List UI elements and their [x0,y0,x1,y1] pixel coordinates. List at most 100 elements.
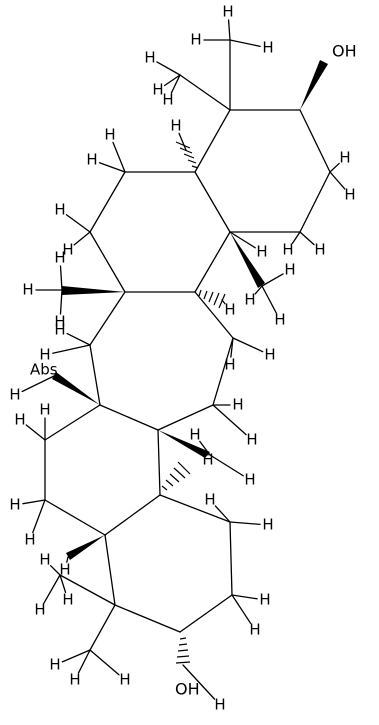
hydrogen-bond-6 [329,162,340,173]
hydrogen-label-9: H [314,241,325,259]
hydrogen-label-39: H [262,516,273,534]
hydrogen-bond-3 [156,61,181,76]
hydrogen-label-43: H [39,551,50,569]
hydrogen-bond-43 [50,565,61,576]
hydrogen-label-33: H [14,411,25,429]
hydroxyl-label-top: OH [332,42,357,61]
hydrogen-label-14: H [170,117,181,135]
hydrogen-label-44: H [34,601,45,619]
hydrogen-bond-13 [73,231,91,246]
hydrogen-bond-31 [209,454,244,477]
hydrogen-bond-47 [89,649,120,676]
hydrogen-bond-46 [77,649,91,674]
hydrogen-bonds [21,19,346,700]
hydrogen-label-48: H [49,656,60,674]
hydrogen-bond-8 [291,231,301,244]
hydrogen-bond-14 [178,132,187,151]
hydrogen-label-25: H [54,321,65,339]
hydrogen-bond-16 [59,265,63,291]
hydrogen-label-42: H [214,696,225,714]
hydrogen-label-1: H [262,39,273,57]
hydrogen-bond-26 [52,344,91,354]
hydrogen-label-28: H [232,396,243,414]
hydrogen-bond-21 [229,231,256,249]
hydrogen-bond-44 [43,574,61,604]
hydroxyl-label-bottom: OH [175,680,200,699]
hydrogen-bond-7 [329,171,346,190]
hydrogen-bond-39 [229,521,261,526]
hydrogen-label-21: H [256,243,267,261]
hydrogen-label-37: H [59,561,70,579]
hydrogen-label-18: H [244,291,255,309]
hydrogen-label-35: H [9,496,20,514]
hydrogen-label-19: H [284,261,295,279]
hydrogen-label-13: H [62,241,73,259]
hydrogen-label-40: H [259,591,270,609]
hydrogen-bond-4 [170,74,181,94]
hydrogen-bond-45 [59,574,67,594]
hydrogen-bond-5 [163,74,181,87]
hydrogen-label-46: H [69,671,80,689]
hydrogen-bond-24 [230,337,234,358]
hydrogen-label-15: H [22,281,33,299]
hydrogen-label-5: H [152,81,163,99]
wedge-bonds [52,60,328,560]
hydrogen-label-0: H [222,3,233,21]
hydrogen-bond-10 [112,141,126,173]
hydrogen-bond-27 [21,375,55,393]
hydrogen-label-23: H [264,346,275,364]
hydrogen-bond-9 [299,231,315,246]
hydrogen-label-41: H [249,621,260,639]
hydrogen-label-7: H [344,186,355,204]
hydrogen-bond-42 [182,664,216,700]
hydrogen-bond-1 [229,39,261,48]
hydrogen-label-22: H [224,301,235,319]
hydrogen-bond-33 [25,424,46,441]
hydrogen-label-27: H [9,386,20,404]
hydrogen-label-4: H [162,91,173,109]
hydrogen-bond-20 [261,285,277,314]
hydrogen-bond-11 [98,162,126,173]
hydrogen-label-16: H [54,249,65,267]
stereo-abs-label: Abs [30,361,58,379]
hydrogen-bond-35 [22,499,46,505]
hydrogen-label-11: H [86,151,97,169]
hydrogen-label-38: H [204,491,215,509]
hydrogen-bond-40 [231,594,258,600]
hydrogen-bond-48 [61,649,91,663]
hydrogen-label-26: H [39,346,50,364]
hydrogen-label-17: H [54,313,65,331]
hydrogen-label-24: H [224,356,235,374]
hydrogen-label-6: H [339,149,350,167]
hydrogen-label-12: H [54,201,65,219]
hydrogen-label-31: H [244,471,255,489]
hydrogen-label-36: H [24,531,35,549]
ring-skeleton [44,39,331,651]
hydrogen-bond-22 [221,299,226,305]
hydrogen-bond-25 [66,332,91,346]
hydrogen-bond-38 [214,505,231,523]
hydrogen-label-45: H [62,591,73,609]
hydrogen-bond-32 [199,440,211,456]
hydrogen-label-8: H [282,241,293,259]
hydrogen-label-29: H [246,431,257,449]
hydrogen-label-30: H [202,451,213,469]
hydrogen-bond-17 [59,289,63,315]
hydrogen-bond-19 [261,273,284,287]
hydrogen-bond-23 [232,337,264,353]
hydrogen-label-20: H [274,311,285,329]
hydrogen-bond-12 [65,214,91,233]
hydrogen-bond-36 [32,499,46,534]
hydrogen-label-47: H [119,671,130,689]
hydrogen-bond-41 [231,594,252,624]
hydrogen-bond-0 [227,19,231,41]
hydrogen-label-2: H [190,31,201,49]
hydrogen-bond-29 [212,404,247,436]
hydrogen-bond-37 [66,556,69,563]
hydrogen-label-32: H [189,426,200,444]
hydrogen-label-3: H [144,49,155,67]
hashed-bonds [161,141,226,664]
